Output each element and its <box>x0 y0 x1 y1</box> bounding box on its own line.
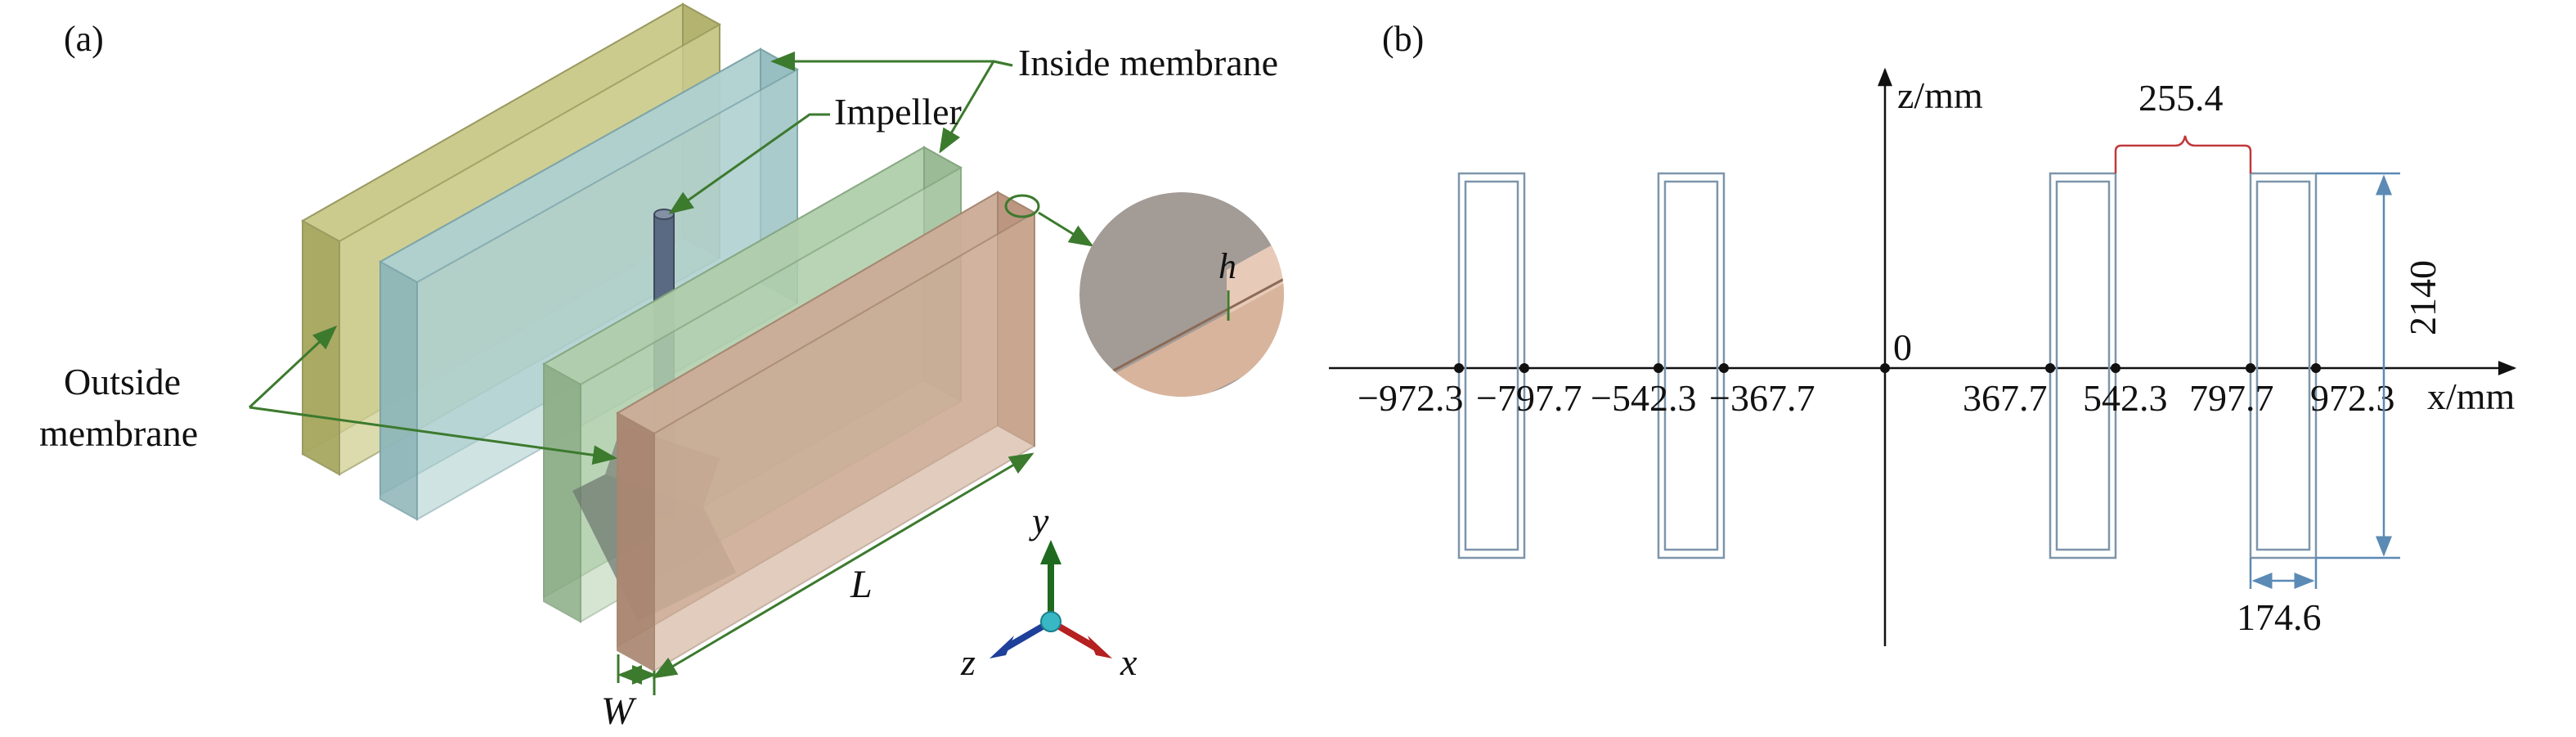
tick-label: 367.7 <box>1963 377 2048 419</box>
outside-membrane-label-line1: Outside <box>64 361 181 402</box>
inside-membrane-label: Inside membrane <box>1018 42 1278 83</box>
axis-y-label: y <box>1029 500 1049 542</box>
x-axis-label: x/mm <box>2427 375 2515 417</box>
h-label: h <box>1218 246 1236 286</box>
panel-b-tag: (b) <box>1382 19 1424 59</box>
outside-membrane-label-line2: membrane <box>39 412 198 454</box>
panel-a: (a) <box>39 2 1284 733</box>
axis-points <box>1454 363 2321 373</box>
width-dimension-label: 174.6 <box>2237 596 2322 638</box>
axis-z-label: z <box>960 641 976 683</box>
inside-membrane-plate <box>378 47 800 521</box>
height-dimension-label: 2140 <box>2402 260 2444 335</box>
tick-label: 972.3 <box>2310 377 2395 419</box>
width-label: W <box>601 690 637 733</box>
z-axis-label: z/mm <box>1897 74 1983 116</box>
leader-lines <box>248 52 1034 695</box>
tick-label: −542.3 <box>1591 377 1696 419</box>
membrane-section-3 <box>2049 172 2117 559</box>
tick-label: −972.3 <box>1358 377 1463 419</box>
panel-a-tag: (a) <box>64 19 104 59</box>
membrane-section-4 <box>2249 172 2318 559</box>
gap-dimension-label: 255.4 <box>2138 77 2224 119</box>
tick-label: 542.3 <box>2083 377 2168 419</box>
length-label: L <box>850 563 873 606</box>
impeller-label: Impeller <box>834 91 962 133</box>
width-dimension <box>2249 558 2318 589</box>
origin-label: 0 <box>1893 326 1912 368</box>
panel-b: (b) <box>1329 19 2517 646</box>
coordinate-triad: y x z <box>960 500 1138 683</box>
zoom-callout: h <box>1004 192 1284 397</box>
x-tick-labels: −972.3 −797.7 −542.3 −367.7 367.7 542.3 … <box>1358 377 2395 419</box>
axis-x-label: x <box>1120 641 1138 683</box>
tick-label: −367.7 <box>1709 377 1815 419</box>
height-dimension <box>2316 172 2400 559</box>
gap-brace <box>2114 135 2252 173</box>
tick-label: 797.7 <box>2189 377 2274 419</box>
membrane-section-1 <box>1457 172 1526 559</box>
tick-label: −797.7 <box>1476 377 1582 419</box>
membrane-section-2 <box>1657 172 1726 559</box>
